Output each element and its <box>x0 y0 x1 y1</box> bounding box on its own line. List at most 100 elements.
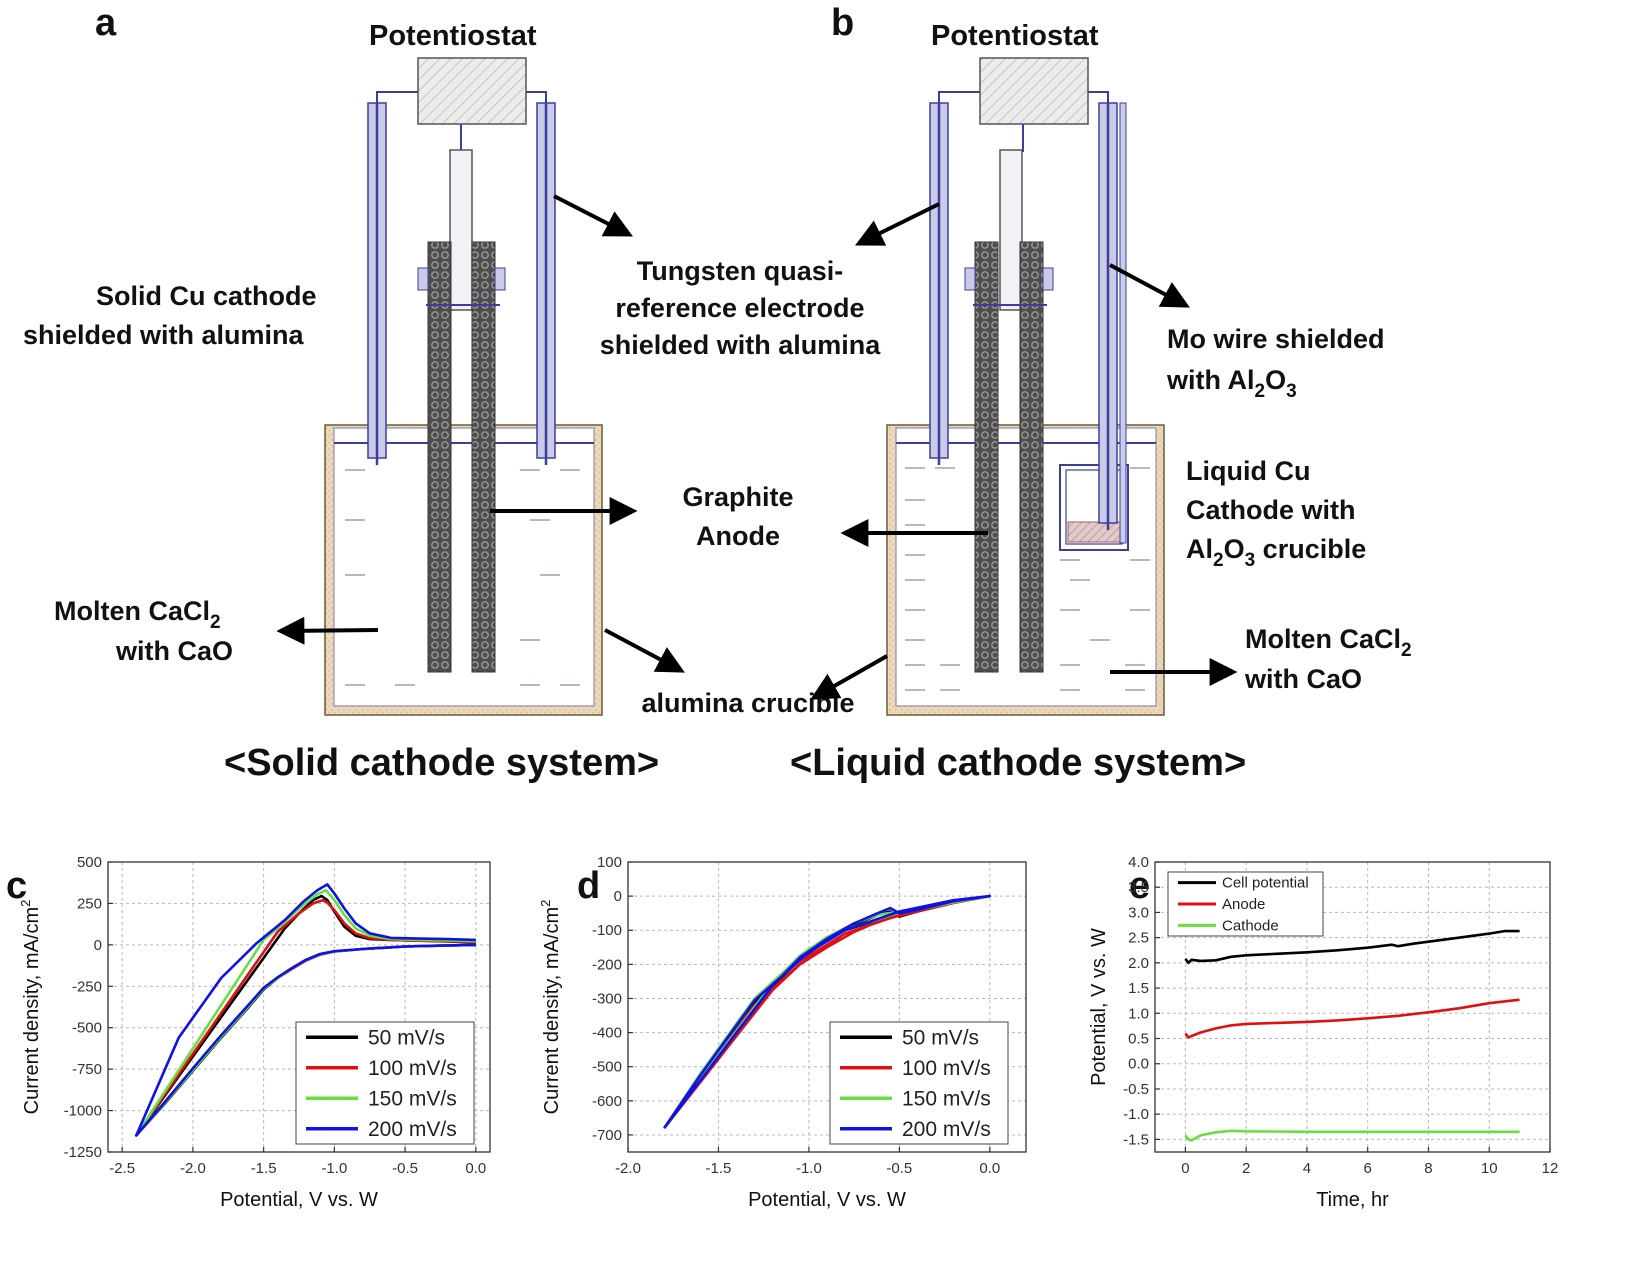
y-tick-label: 1.5 <box>1128 980 1149 997</box>
molten-a-line2: with CaO <box>115 636 233 666</box>
legend-label-0: Cell potential <box>1222 875 1309 892</box>
molten-a-line1: Molten CaCl2 <box>54 596 221 633</box>
tungsten-label-line2: reference electrode <box>615 293 864 323</box>
x-tick-label: 4 <box>1303 1160 1311 1177</box>
x-tick-label: 2 <box>1242 1160 1250 1177</box>
x-tick-label: 12 <box>1542 1160 1559 1177</box>
x-tick-label: -1.0 <box>321 1160 347 1177</box>
liquid-cathode-system-label: <Liquid cathode system> <box>790 742 1246 784</box>
arrow-tungsten-a <box>553 194 633 237</box>
graphite-anode-left-b <box>974 241 999 673</box>
y-tick-label: -100 <box>592 922 622 939</box>
plot-frame <box>107 861 491 1153</box>
x-tick-label: -2.0 <box>180 1160 206 1177</box>
arrow-mo-wire <box>1109 263 1190 308</box>
x-tick-label: -2.0 <box>615 1160 641 1177</box>
y-tick-label: -500 <box>72 1020 102 1037</box>
legend-label-2: 150 mV/s <box>368 1087 457 1110</box>
legend-label-3: 200 mV/s <box>902 1118 991 1141</box>
y-tick-label: -250 <box>72 978 102 995</box>
mo-label-line1: Mo wire shielded <box>1167 324 1385 354</box>
clamp-right-a <box>494 267 506 291</box>
arrow-crucible-a <box>604 628 685 673</box>
legend-label-3: 200 mV/s <box>368 1118 457 1141</box>
graphite-anode-right-a <box>471 241 496 673</box>
chart-e-electrolysis: 4.03.53.02.52.01.51.00.50.0-0.5-1.0-1.50… <box>1088 854 1558 1211</box>
y-axis-label: Current density, mA/cm2 <box>538 900 563 1115</box>
y-tick-label: -1.0 <box>1123 1106 1149 1123</box>
y-tick-label: 0 <box>614 888 622 905</box>
schematic-solid-cathode: a Potentiostat Solid Cu cathode <box>23 2 685 784</box>
legend-label-1: 100 mV/s <box>368 1057 457 1080</box>
series-line-2 <box>1184 1129 1520 1142</box>
legend-box <box>295 1021 475 1145</box>
y-tick-label: -700 <box>592 1127 622 1144</box>
legend-label-2: Cathode <box>1222 917 1279 934</box>
x-tick-label: 6 <box>1364 1160 1372 1177</box>
series-line-3 <box>135 883 476 1137</box>
y-tick-label: 2.0 <box>1128 955 1149 972</box>
legend-label-0: 50 mV/s <box>368 1026 445 1049</box>
y-tick-label: -1000 <box>64 1103 102 1120</box>
graphite-anode-left-a <box>427 241 452 673</box>
plot-frame <box>627 861 1027 1153</box>
x-tick-label: -1.5 <box>251 1160 277 1177</box>
x-tick-label: 0.0 <box>465 1160 486 1177</box>
potentiostat-box-b <box>979 57 1089 125</box>
clamp-right-b <box>1042 267 1054 291</box>
legend-label-1: Anode <box>1222 896 1265 913</box>
legend-label-0: 50 mV/s <box>902 1026 979 1049</box>
y-tick-label: 4.0 <box>1128 854 1149 871</box>
y-tick-label: 2.5 <box>1128 930 1149 947</box>
graphite-anode-right-b <box>1019 241 1044 673</box>
series-line-3 <box>663 894 992 1129</box>
y-tick-label: 0.5 <box>1128 1031 1149 1048</box>
y-tick-label: 3.0 <box>1128 904 1149 921</box>
crucible-interior-a <box>333 427 595 707</box>
y-tick-label: -750 <box>72 1061 102 1078</box>
arrow-molten-a <box>276 616 379 645</box>
anode-holder-b <box>999 149 1023 311</box>
mo-wire-outer-tube <box>1119 102 1127 544</box>
y-tick-label: -300 <box>592 990 622 1007</box>
x-tick-label: -1.5 <box>706 1160 732 1177</box>
arrow-tungsten-b <box>854 202 940 246</box>
y-tick-label: 100 <box>597 854 622 871</box>
y-tick-label: -600 <box>592 1093 622 1110</box>
potentiostat-box-a <box>417 57 527 125</box>
y-tick-label: 3.5 <box>1128 879 1149 896</box>
panel-label-d: d <box>577 865 600 907</box>
graphite-label-line2: Anode <box>696 521 780 551</box>
x-tick-label: 0 <box>1181 1160 1189 1177</box>
panel-label-e: e <box>1129 865 1150 907</box>
molten-b-line2: with CaO <box>1244 664 1362 694</box>
clamp-left-a <box>417 267 429 291</box>
solid-cu-label-line1: Solid Cu cathode <box>96 281 317 311</box>
y-tick-label: -1250 <box>64 1144 102 1161</box>
mo-label-line2: with Al2O3 <box>1166 365 1297 402</box>
legend-box <box>829 1021 1009 1145</box>
liquid-cu-label-line2: Cathode with <box>1186 495 1356 525</box>
chart-d-liquid-cv: 1000-100-200-300-400-500-600-700-2.0-1.5… <box>538 854 1027 1211</box>
y-tick-label: -500 <box>592 1059 622 1076</box>
x-tick-label: -2.5 <box>109 1160 135 1177</box>
x-tick-label: 10 <box>1481 1160 1498 1177</box>
y-tick-label: 1.0 <box>1128 1005 1149 1022</box>
y-tick-label: -400 <box>592 1025 622 1042</box>
y-tick-label: 0 <box>94 937 102 954</box>
x-tick-label: -0.5 <box>886 1160 912 1177</box>
y-axis-label: Current density, mA/cm2 <box>18 900 43 1115</box>
schematic-liquid-cathode: b Potentiostat <box>790 2 1412 784</box>
x-tick-label: 8 <box>1424 1160 1432 1177</box>
x-tick-label: -1.0 <box>796 1160 822 1177</box>
tungsten-label-line1: Tungsten quasi- <box>637 256 844 286</box>
y-tick-label: 500 <box>77 854 102 871</box>
y-tick-label: 250 <box>77 895 102 912</box>
x-axis-label: Potential, V vs. W <box>220 1189 378 1211</box>
legend-label-2: 150 mV/s <box>902 1087 991 1110</box>
series-line-1 <box>1184 998 1520 1039</box>
y-tick-label: -1.5 <box>1123 1131 1149 1148</box>
y-axis-label: Potential, V vs. W <box>1088 928 1110 1086</box>
anode-holder-a <box>449 149 473 311</box>
